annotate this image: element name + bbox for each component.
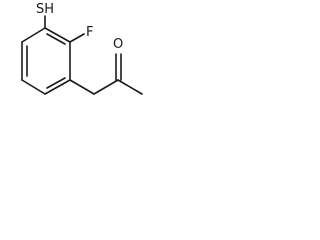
ring-bond-5 [44, 79, 71, 95]
bond-ring-to-ch2 [69, 79, 95, 95]
thiol-label: SH [36, 2, 54, 17]
fluorine-label: F [86, 25, 93, 40]
chemical-structure-diagram: SH F O [21, 2, 143, 95]
ring-double-bond-bottom [46, 77, 66, 89]
oxygen-label: O [113, 37, 123, 52]
bond-ch2-to-carbonyl [93, 79, 119, 95]
benzene-ring [21, 27, 71, 95]
bond-carbonyl-to-methyl [117, 79, 143, 95]
ring-bond-2 [21, 27, 46, 43]
ring-double-bond-top [46, 33, 66, 45]
ring-bond-4 [21, 79, 46, 95]
bond-ring-to-fluorine [69, 33, 85, 43]
ring-bond-1 [44, 27, 71, 43]
